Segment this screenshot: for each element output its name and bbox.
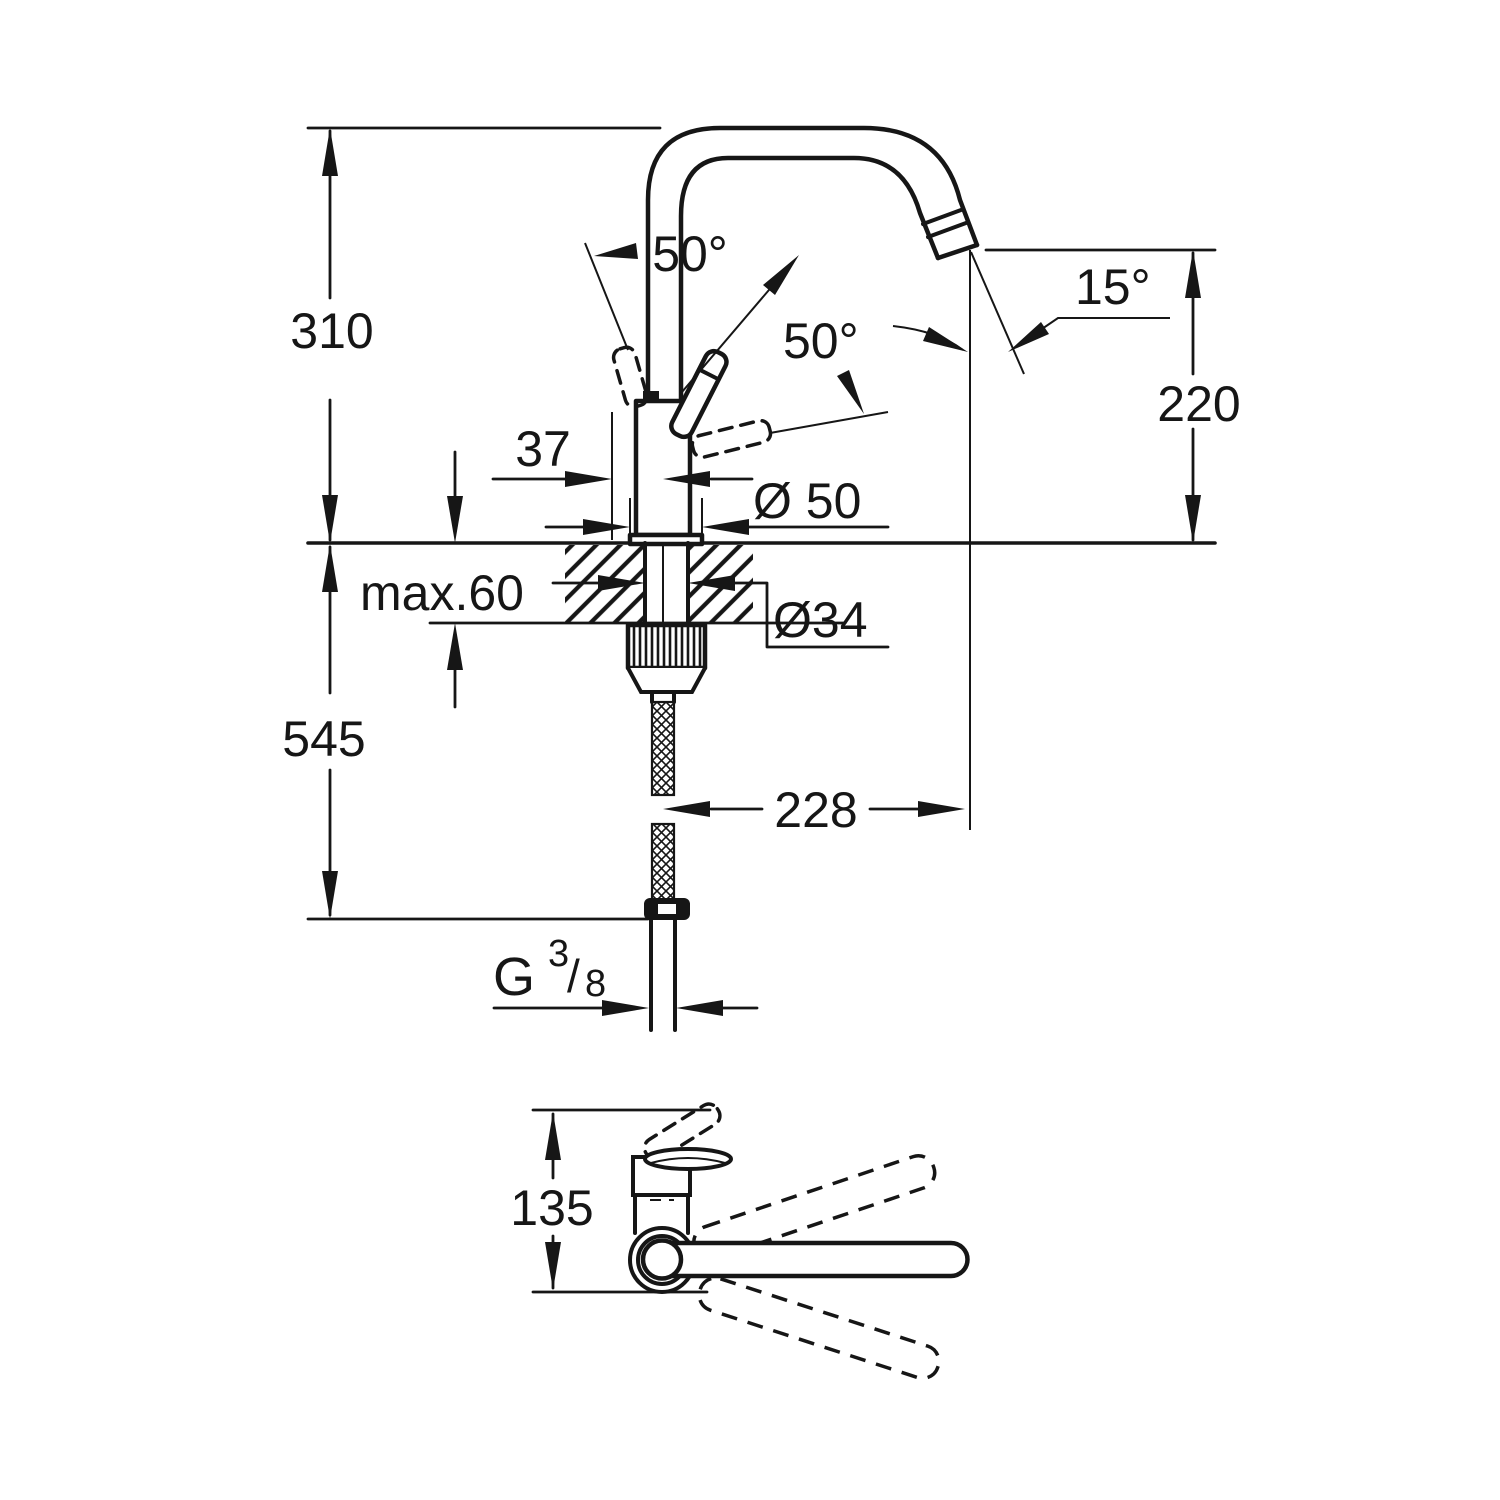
top-spout-joint — [640, 1238, 684, 1281]
angle-50-left: 50° — [584, 226, 799, 393]
handle-position-front — [690, 418, 773, 459]
base-flange — [627, 532, 705, 547]
spout-outlet-face — [935, 242, 980, 261]
thread-label: G 3 / 8 — [493, 933, 606, 1007]
angle-50-front: 50° — [783, 313, 968, 414]
angle-50-left-label: 50° — [652, 226, 728, 282]
dim-220-label: 220 — [1157, 376, 1240, 432]
dimension-220: 220 — [1157, 250, 1241, 543]
dim-d50-label: Ø 50 — [753, 473, 861, 529]
handle-position-back — [611, 345, 649, 409]
dim-228-label: 228 — [774, 782, 857, 838]
connection-pipe — [649, 918, 677, 1032]
dimension-228: 228 — [663, 782, 965, 838]
dimension-d34: Ø34 — [551, 575, 890, 649]
faucet-spout — [645, 125, 980, 406]
dimension-thread-g38: G 3 / 8 — [492, 933, 759, 1016]
handle-lever — [669, 348, 729, 440]
mounting-nut-ribs — [632, 627, 702, 666]
dimension-max60: max.60 — [360, 450, 524, 709]
dimension-d50: Ø 50 — [544, 473, 890, 535]
dim-310-label: 310 — [290, 303, 373, 359]
angle-15-label: 15° — [1075, 259, 1151, 315]
top-view: 135 — [510, 1102, 970, 1381]
dim-37-label: 37 — [515, 421, 571, 477]
spout-swivel-down — [697, 1276, 941, 1381]
dimension-135: 135 — [510, 1108, 712, 1294]
dim-max60-label: max.60 — [360, 565, 524, 621]
nut-taper — [626, 666, 707, 694]
faucet-front — [611, 125, 980, 1032]
mounting-shank — [625, 541, 708, 704]
dim-545-label: 545 — [282, 711, 365, 767]
dimension-37: 37 — [491, 421, 754, 487]
aerator-icon — [921, 208, 968, 239]
dimension-310: 310 — [290, 128, 374, 543]
dimension-545: 545 — [282, 544, 650, 921]
angle-50-front-label: 50° — [783, 313, 859, 369]
dim-135-label: 135 — [510, 1180, 593, 1236]
dim-d34-label: Ø34 — [773, 592, 868, 648]
handle-pivot — [643, 391, 659, 401]
supply-hose — [644, 700, 690, 1032]
angle-15: 15° — [1008, 259, 1170, 352]
front-view: 310 545 max.60 37 Ø 50 — [282, 125, 1241, 1032]
top-spout — [661, 1240, 970, 1279]
